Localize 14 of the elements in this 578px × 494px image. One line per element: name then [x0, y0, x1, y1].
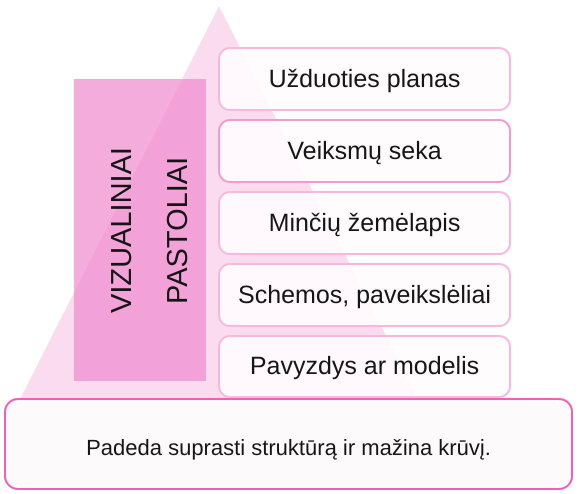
step-box: [218, 335, 511, 398]
step-text: Veiksmų seka: [287, 136, 442, 166]
step-text: Minčių žemėlapis: [268, 208, 460, 238]
step-box: [218, 47, 511, 111]
step-text: Užduoties planas: [268, 64, 460, 94]
banner-text: VIZUALINIAI PASTOLIAI: [105, 146, 195, 315]
step-box: [218, 191, 511, 255]
base-text: Padeda suprasti struktūrą ir mažina krūvį.: [86, 435, 491, 461]
step-text: Pavyzdys ar modelis: [250, 352, 480, 381]
side-banner: [74, 79, 206, 381]
base-box: [4, 398, 573, 490]
step-text: Schemos, paveikslėliai: [238, 280, 491, 310]
step-box: [218, 263, 511, 327]
step-box: [218, 119, 511, 183]
